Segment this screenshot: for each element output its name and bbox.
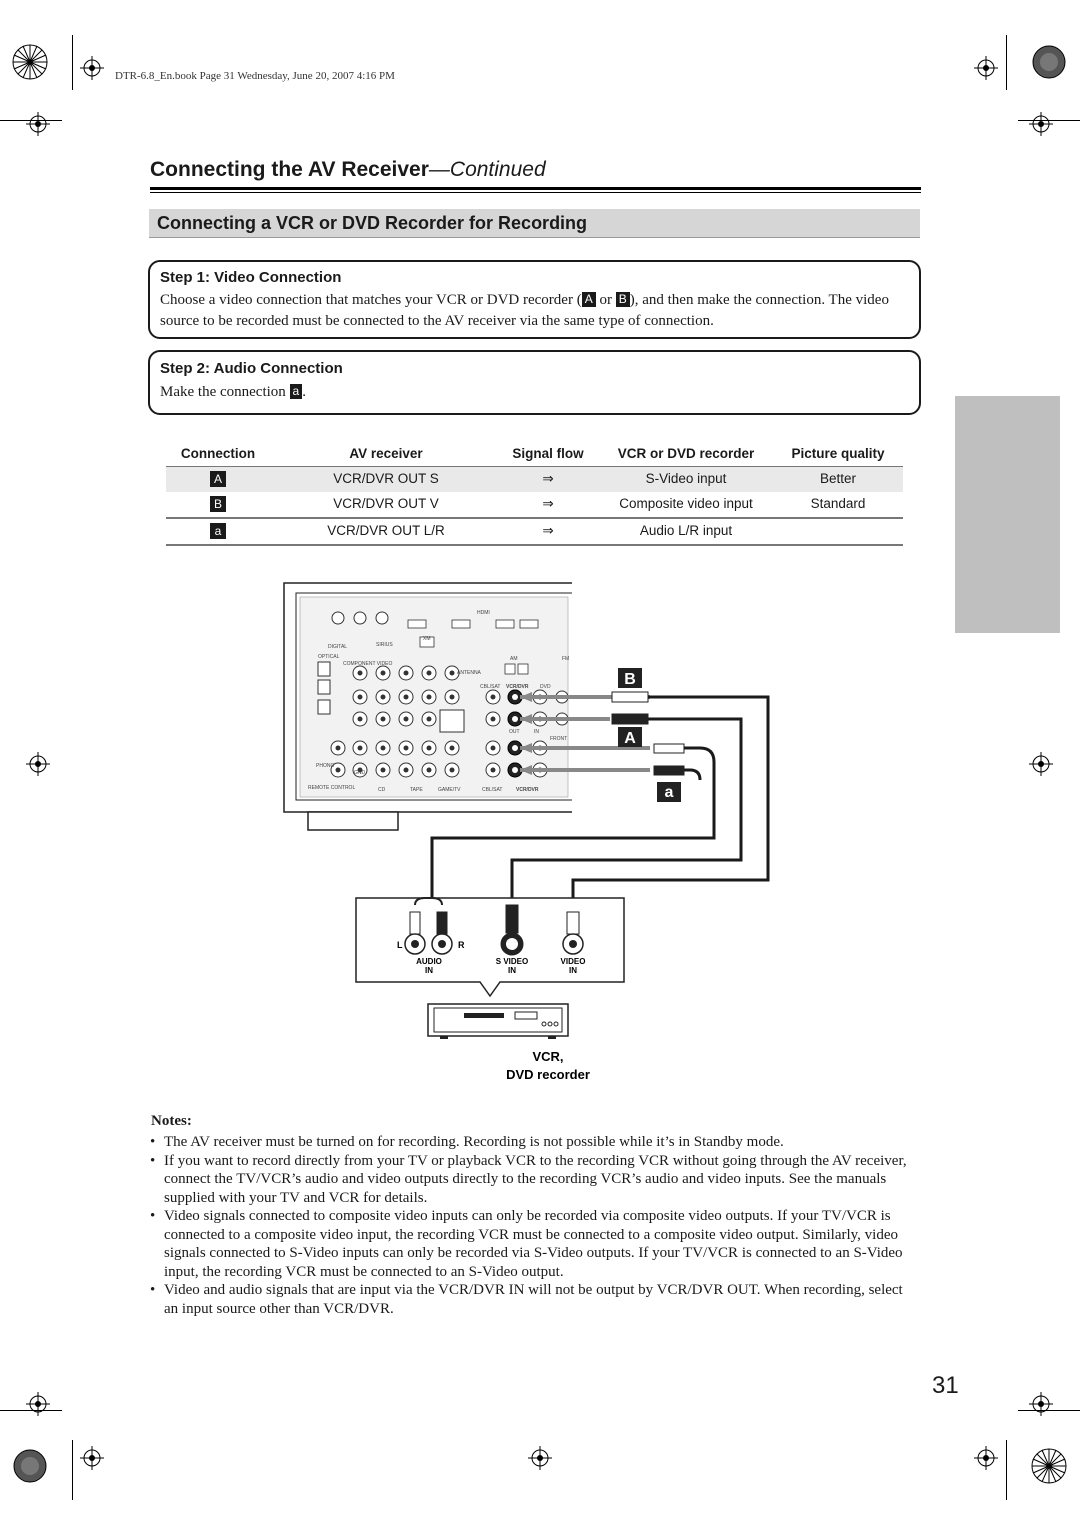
step1-box: Step 1: Video Connection Choose a video … — [148, 260, 921, 339]
svg-text:IN: IN — [569, 966, 577, 975]
table-row: B VCR/DVR OUT V ⇒ Composite video input … — [166, 492, 903, 519]
cable-plugs — [520, 691, 685, 776]
col-picture-quality: Picture quality — [791, 446, 885, 461]
registration-disc-icon — [13, 1449, 47, 1483]
label-vcr-dvr: VCR/DVR — [506, 684, 529, 690]
list-item: •Video and audio signals that are input … — [150, 1282, 903, 1317]
connection-letter: a — [210, 523, 226, 539]
col-signal-flow: Signal flow — [512, 446, 584, 461]
table-row: a VCR/DVR OUT L/R ⇒ Audio L/R input — [166, 519, 903, 546]
side-tab — [955, 396, 1060, 633]
step1-title: Step 1: Video Connection — [160, 269, 342, 286]
label-am: AM — [510, 656, 518, 662]
connection-letter-a-lower: a — [289, 384, 303, 399]
step2-text: Make the connection a. — [160, 384, 306, 400]
list-item: •If you want to record directly from you… — [150, 1152, 907, 1206]
registration-disc-icon — [1032, 45, 1066, 79]
device-label-dvd-recorder: DVD recorder — [506, 1067, 590, 1082]
s-video-in-label: S VIDEO — [496, 957, 528, 966]
label-hdmi: HDMI — [477, 610, 490, 616]
registration-sunburst-icon — [1031, 1448, 1067, 1484]
title-rule — [150, 187, 921, 190]
label-cbl-sat: CBL/SAT — [480, 684, 500, 690]
page-title: Connecting the AV Receiver—Continued — [150, 158, 546, 182]
label-dvd: DVD — [540, 684, 551, 690]
label-front: FRONT — [550, 736, 567, 742]
bullet-icon: • — [150, 1134, 156, 1150]
receiver-rear-panel: HDMI XM SIRIUS DIGITAL OPTICAL COMPONENT… — [283, 582, 572, 831]
callout-boxes: B A a — [618, 668, 681, 802]
device-label-vcr: VCR, — [532, 1049, 563, 1064]
arrow-right-icon: ⇒ — [542, 496, 554, 511]
video-in-label: VIDEO — [561, 957, 586, 966]
jack-label-r: R — [458, 940, 465, 950]
label-gnd: GND — [354, 770, 366, 776]
label-fm: FM — [562, 656, 569, 662]
label-antenna: ANTENNA — [457, 670, 482, 676]
bullet-icon: • — [150, 1282, 156, 1298]
step1-text: Choose a video connection that matches y… — [160, 292, 889, 329]
callout-b: B — [624, 671, 636, 688]
col-connection: Connection — [180, 446, 256, 461]
notes-list: •The AV receiver must be turned on for r… — [150, 1133, 920, 1318]
connection-letter: A — [210, 471, 226, 487]
label-digital: DIGITAL — [328, 644, 347, 650]
label-tape: TAPE — [410, 787, 423, 793]
jack-label-l: L — [397, 940, 403, 950]
label-game-tv: GAME/TV — [438, 787, 461, 793]
svg-text:IN: IN — [508, 966, 516, 975]
connection-letter-b: B — [615, 292, 630, 307]
connection-letter: B — [210, 496, 226, 512]
label-in: IN — [534, 729, 539, 735]
registration-sunburst-icon — [12, 44, 48, 80]
arrow-right-icon: ⇒ — [542, 523, 554, 538]
label-component-video: COMPONENT VIDEO — [343, 661, 392, 667]
vcr-device-icon — [427, 1003, 569, 1039]
section-bar — [149, 209, 920, 238]
bullet-icon: • — [150, 1208, 156, 1224]
title-rule — [150, 192, 921, 193]
list-item: •The AV receiver must be turned on for r… — [150, 1134, 784, 1150]
list-item: •Video signals connected to composite vi… — [150, 1208, 903, 1280]
page-title-main: Connecting the AV Receiver — [150, 158, 429, 181]
label-cbl-sat-lower: CBL/SAT — [482, 787, 502, 793]
step2-box: Step 2: Audio Connection Make the connec… — [148, 350, 921, 415]
print-header: DTR-6.8_En.book Page 31 Wednesday, June … — [115, 70, 395, 82]
label-vcr-dvr-lower: VCR/DVR — [516, 787, 539, 793]
step2-title: Step 2: Audio Connection — [160, 360, 343, 377]
connection-letter-a: A — [581, 292, 596, 307]
arrow-right-icon: ⇒ — [542, 471, 554, 486]
audio-in-label: AUDIO — [416, 957, 442, 966]
cables — [430, 695, 770, 915]
bullet-icon: • — [150, 1152, 156, 1169]
col-av-receiver: AV receiver — [349, 446, 423, 461]
vcr-input-panel: L R AUDIO IN S VIDEO IN VIDEO IN — [355, 897, 625, 998]
callout-a-lower: a — [665, 784, 674, 801]
label-sirius: SIRIUS — [376, 642, 393, 648]
label-cd: CD — [378, 787, 386, 793]
connection-table: Connection AV receiver Signal flow VCR o… — [166, 444, 903, 546]
label-remote-control: REMOTE CONTROL — [308, 785, 355, 791]
label-phono: PHONO — [316, 763, 334, 769]
table-header: Connection AV receiver Signal flow VCR o… — [166, 444, 903, 467]
page-title-continued: —Continued — [428, 158, 546, 181]
page-number: 31 — [932, 1372, 959, 1399]
table-row: A VCR/DVR OUT S ⇒ S-Video input Better — [166, 467, 903, 492]
label-optical: OPTICAL — [318, 654, 340, 660]
callout-a: A — [624, 730, 636, 747]
section-title: Connecting a VCR or DVD Recorder for Rec… — [157, 213, 588, 233]
svg-text:IN: IN — [425, 966, 433, 975]
col-recorder: VCR or DVD recorder — [617, 446, 755, 461]
label-xm: XM — [423, 636, 431, 642]
notes-title: Notes: — [151, 1113, 192, 1129]
label-out: OUT — [509, 729, 520, 735]
